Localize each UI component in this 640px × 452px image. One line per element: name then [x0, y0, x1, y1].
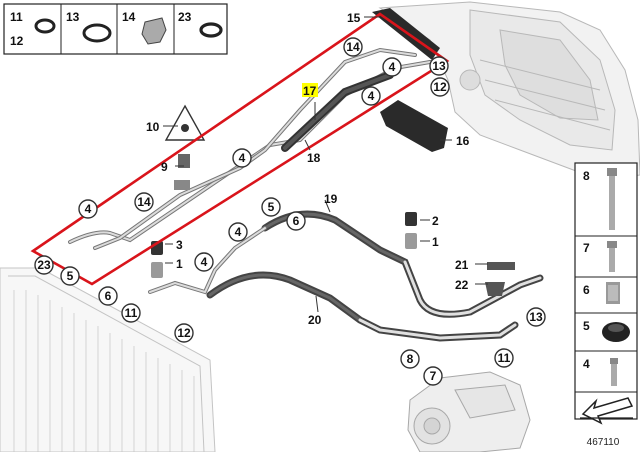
- callout-circle-11a: 11: [121, 303, 141, 323]
- svg-text:8: 8: [407, 352, 414, 366]
- side-label-5: 5: [583, 319, 590, 333]
- side-label-7: 7: [583, 241, 590, 255]
- condenser: [0, 267, 216, 452]
- svg-text:5: 5: [67, 269, 74, 283]
- plain-callouts: 15 17 10 9 18 16 19 2 1 21 22 20: [146, 11, 470, 327]
- svg-text:4: 4: [201, 255, 208, 269]
- screw-icon: [610, 358, 618, 386]
- svg-text:13: 13: [529, 310, 543, 324]
- callout-19: 19: [324, 192, 338, 206]
- direction-arrow-icon: [580, 397, 634, 425]
- side-label-4: 4: [583, 357, 590, 371]
- callout-circle-23: 23: [34, 255, 54, 275]
- svg-text:12: 12: [177, 326, 191, 340]
- leader-lines: [163, 16, 488, 313]
- callout-circle-4d: 4: [78, 199, 98, 219]
- callout-circle-14a: 14: [343, 37, 363, 57]
- callout-circle-14b: 14: [134, 192, 154, 212]
- legend-label-23: 23: [178, 10, 192, 24]
- callout-22: 22: [455, 278, 469, 292]
- callout-18: 18: [307, 151, 321, 165]
- svg-text:4: 4: [389, 60, 396, 74]
- svg-text:23: 23: [37, 258, 51, 272]
- callout-circle-4e: 4: [228, 222, 248, 242]
- legend-label-14: 14: [122, 10, 136, 24]
- callout-16: 16: [456, 134, 470, 148]
- compressor: [407, 371, 531, 452]
- svg-text:6: 6: [293, 214, 300, 228]
- callout-circle-12a: 12: [430, 77, 450, 97]
- callout-circle-5b: 5: [261, 197, 281, 217]
- svg-text:6: 6: [105, 289, 112, 303]
- rubber-mount-icon: [602, 322, 630, 342]
- long-bolt-icon: [607, 168, 617, 230]
- callout-circle-5a: 5: [60, 266, 80, 286]
- legend-box: 11 12 13 14 23: [3, 3, 228, 55]
- callout-1-left: 1: [176, 257, 183, 271]
- callout-circle-7: 7: [423, 366, 443, 386]
- callout-circle-8: 8: [400, 349, 420, 369]
- callout-17: 17: [303, 84, 317, 98]
- callout-circle-4b: 4: [361, 86, 381, 106]
- svg-text:12: 12: [433, 80, 447, 94]
- seal-ring-icon: [199, 22, 223, 38]
- callout-1-right: 1: [432, 235, 439, 249]
- svg-text:4: 4: [239, 151, 246, 165]
- legend-label-13: 13: [66, 10, 80, 24]
- svg-text:7: 7: [430, 369, 437, 383]
- callout-20: 20: [308, 313, 322, 327]
- callout-circle-11b: 11: [494, 348, 514, 368]
- svg-text:14: 14: [137, 195, 151, 209]
- pressure-switch: [164, 104, 206, 190]
- callout-3: 3: [176, 238, 183, 252]
- svg-text:13: 13: [432, 59, 446, 73]
- callout-circle-4a: 4: [382, 57, 402, 77]
- svg-text:14: 14: [346, 40, 360, 54]
- bolt-icon: [607, 241, 617, 272]
- side-panel: 8 7 6 5 4: [574, 162, 638, 425]
- callout-10: 10: [146, 120, 160, 134]
- legend-label-12: 12: [10, 34, 24, 48]
- callout-15: 15: [347, 11, 361, 25]
- legend-label-11: 11: [10, 10, 23, 24]
- hvac-housing: [378, 1, 640, 181]
- callout-circle-13a: 13: [429, 56, 449, 76]
- svg-text:4: 4: [235, 225, 242, 239]
- svg-text:4: 4: [85, 202, 92, 216]
- side-label-8: 8: [583, 169, 590, 183]
- callout-2: 2: [432, 214, 439, 228]
- callout-21: 21: [455, 258, 469, 272]
- svg-text:5: 5: [268, 200, 275, 214]
- callout-circle-4c: 4: [232, 148, 252, 168]
- circled-callouts: 14 4 4 13 12 4 14 4 5 23 6 11 5 6 4 4 12…: [34, 37, 546, 386]
- hose-clip-icon: [141, 17, 167, 45]
- bracket-16: [380, 100, 448, 152]
- svg-text:4: 4: [368, 89, 375, 103]
- callout-circle-12b: 12: [174, 323, 194, 343]
- callout-circle-4f: 4: [194, 252, 214, 272]
- callout-circle-6b: 6: [286, 211, 306, 231]
- callout-9: 9: [161, 160, 168, 174]
- svg-text:11: 11: [125, 306, 138, 320]
- spacer-icon: [606, 282, 620, 304]
- highlight-label-box: [302, 83, 318, 97]
- callout-circle-6a: 6: [98, 286, 118, 306]
- o-ring-large-icon: [82, 23, 112, 43]
- svg-text:11: 11: [498, 351, 511, 365]
- pipe-lines: [68, 47, 544, 342]
- diagram-id: 467110: [587, 437, 620, 448]
- callout-circle-13b: 13: [526, 307, 546, 327]
- side-label-6: 6: [583, 283, 590, 297]
- o-ring-small-icon: [34, 18, 56, 34]
